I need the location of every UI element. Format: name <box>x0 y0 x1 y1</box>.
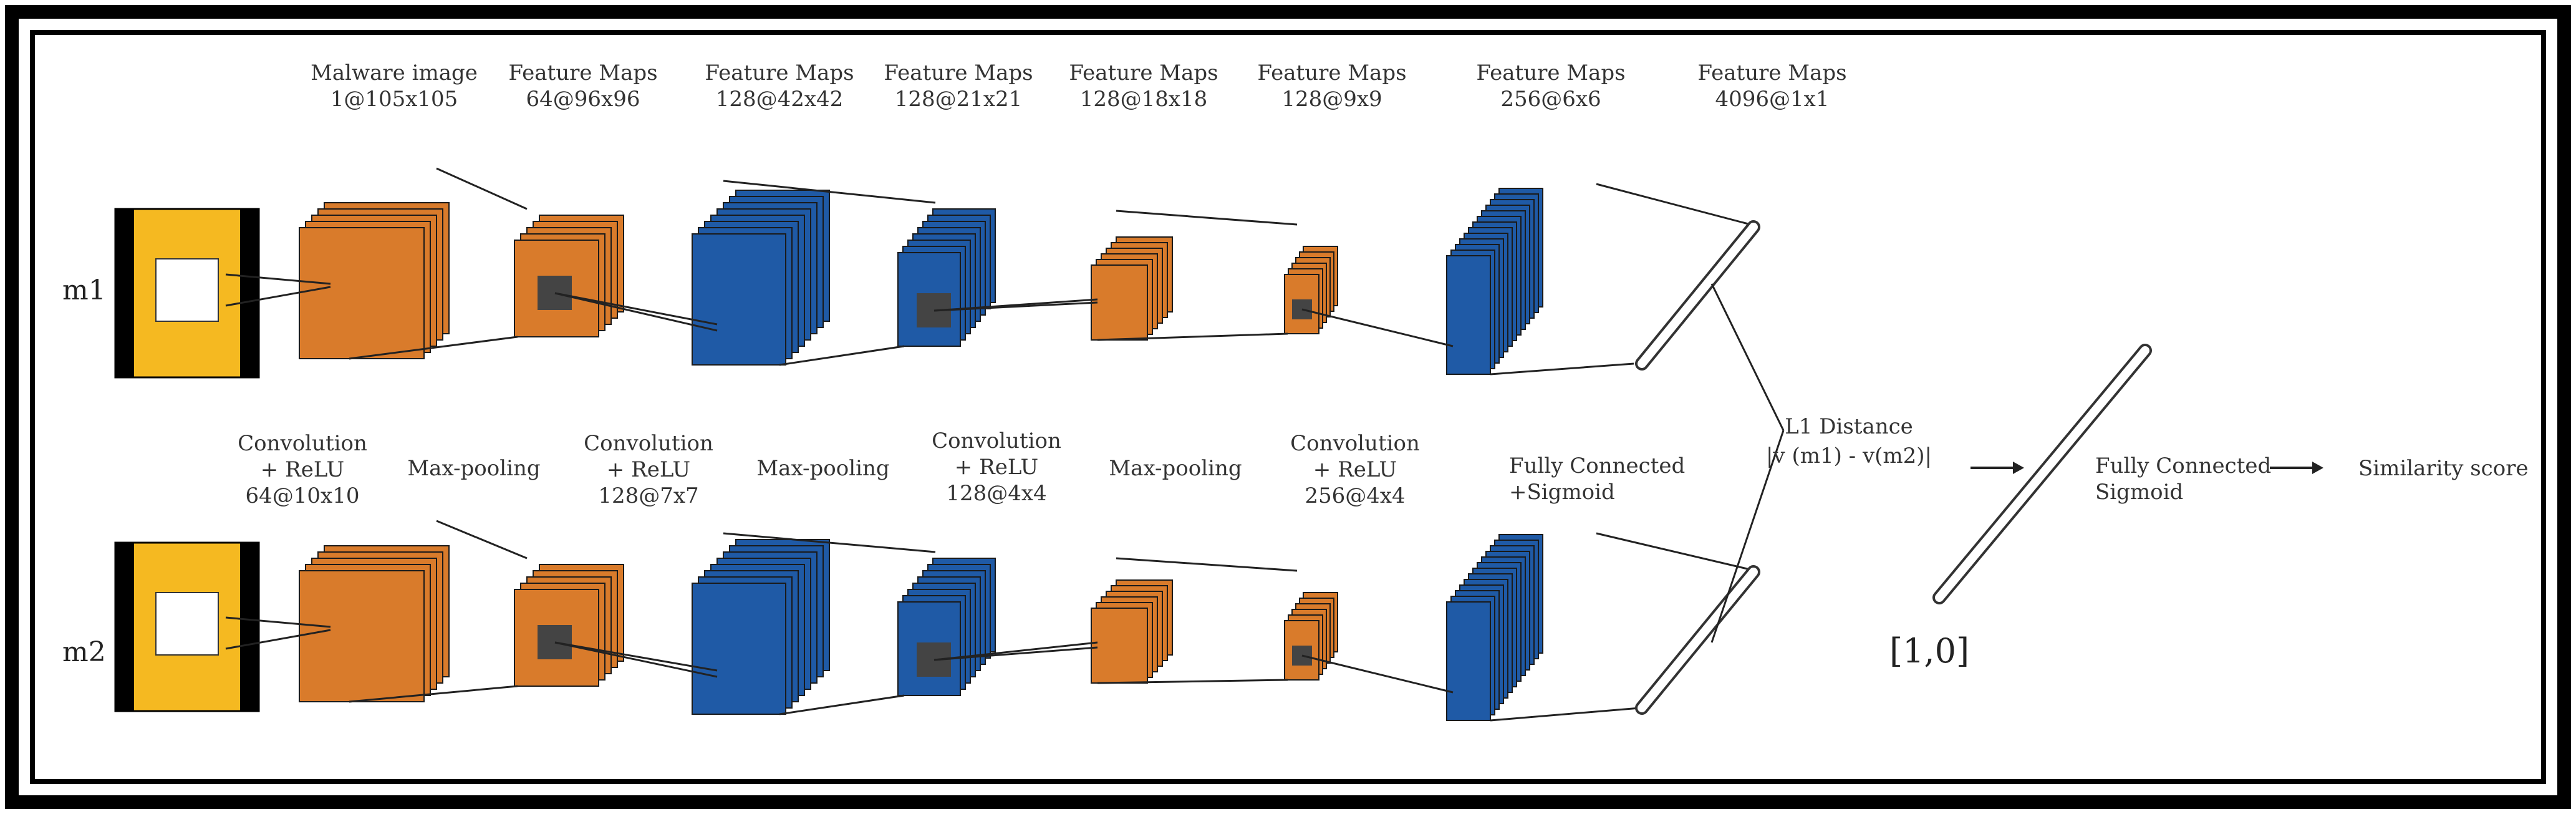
fc-output-label-2: Sigmoid <box>2095 480 2183 505</box>
feature-stack-m1-0-layer-0 <box>299 227 425 359</box>
feature-stack-m2-5-layer-0 <box>1284 620 1319 681</box>
fc-output-label-1: Fully Connected <box>2095 453 2271 478</box>
layer-label-0-line-0: Convolution <box>238 431 367 456</box>
layer-label-6-line-2: 256@4x4 <box>1305 483 1405 508</box>
connectors-m1 <box>225 167 1756 376</box>
feature-stack-m1-6-layer-0 <box>1446 255 1491 375</box>
input-label-m1: m1 <box>62 274 106 306</box>
header-title-6: Feature Maps <box>1476 61 1625 85</box>
header-labels: Malware image 1@105x105 Feature Maps 64@… <box>311 61 1846 112</box>
feature-stack-m2-0-layer-0 <box>299 570 425 702</box>
arrow-to-fc <box>1971 462 2024 474</box>
layer-label-5-line-0: Max-pooling <box>1109 456 1242 481</box>
feature-stack-m2-5 <box>1284 592 1338 681</box>
branch-m1 <box>114 167 1760 379</box>
feature-stack-m1-2 <box>692 190 830 366</box>
layer-label-3-line-0: Max-pooling <box>756 456 889 481</box>
feature-stack-m2-6-layer-0 <box>1446 601 1491 721</box>
header-value-5: 128@9x9 <box>1281 87 1382 112</box>
feature-stack-m2-2 <box>692 539 830 715</box>
header-title-0: Malware image <box>311 61 478 85</box>
fc-bar-m2 <box>1635 565 1760 715</box>
layer-label-4-line-1: + ReLU <box>955 455 1038 480</box>
feature-stack-m1-2-layer-0 <box>692 233 786 366</box>
input-image-m1 <box>114 208 260 379</box>
feature-stack-m2-4-layer-0 <box>1091 608 1148 684</box>
similarity-score-label: Similarity score <box>2358 456 2529 481</box>
layer-label-0-line-2: 64@10x10 <box>246 483 360 508</box>
merge-lines <box>1710 283 1785 643</box>
layer-label-2-line-1: + ReLU <box>607 457 690 482</box>
header-title-2: Feature Maps <box>705 61 854 85</box>
layer-label-6-line-0: Convolution <box>1290 431 1420 456</box>
feature-stack-m1-6 <box>1446 188 1543 375</box>
header-value-6: 256@6x6 <box>1500 87 1601 112</box>
output-range-label: [1,0] <box>1889 631 1969 671</box>
feature-stack-m1-4-layer-0 <box>1091 264 1148 341</box>
header-title-5: Feature Maps <box>1257 61 1406 85</box>
layer-label-0-line-1: + ReLU <box>261 457 344 482</box>
header-title-1: Feature Maps <box>508 61 657 85</box>
feature-stack-m2-3 <box>897 558 996 696</box>
feature-stack-m1-0 <box>299 202 450 359</box>
connectors-m2 <box>225 520 1756 722</box>
layer-label-2-line-2: 128@7x7 <box>598 483 698 508</box>
l1-distance-title: L1 Distance <box>1785 414 1913 439</box>
kernel-m2-1 <box>538 625 572 659</box>
header-value-4: 128@18x18 <box>1080 87 1208 112</box>
input-label-m2: m2 <box>62 636 106 668</box>
header-value-7: 4096@1x1 <box>1715 87 1830 112</box>
layer-label-7-line-1: +Sigmoid <box>1509 480 1615 505</box>
l1-distance-formula: |v (m1) - v(m2)| <box>1766 443 1932 468</box>
feature-stack-m2-2-layer-0 <box>692 583 786 715</box>
fc-output-bar <box>1932 344 2152 604</box>
header-value-0: 1@105x105 <box>330 87 458 112</box>
kernel-m1-1 <box>538 276 572 310</box>
layer-labels: Convolution + ReLU 64@10x10 Max-pooling … <box>238 429 1685 508</box>
feature-stack-m2-6 <box>1446 534 1543 721</box>
layer-label-2-line-0: Convolution <box>584 431 713 456</box>
feature-stack-m2-4 <box>1091 579 1173 684</box>
header-value-1: 64@96x96 <box>526 87 640 112</box>
feature-stack-m1-4 <box>1091 236 1173 341</box>
layer-label-4-line-0: Convolution <box>932 429 1061 453</box>
header-title-7: Feature Maps <box>1697 61 1846 85</box>
branch-m2 <box>114 520 1760 722</box>
feature-stack-m2-0 <box>299 545 450 702</box>
header-title-3: Feature Maps <box>884 61 1033 85</box>
feature-stack-m1-5 <box>1284 246 1338 334</box>
layer-label-4-line-2: 128@4x4 <box>946 481 1046 506</box>
layer-label-6-line-1: + ReLU <box>1313 457 1397 482</box>
input-image-m2 <box>114 541 260 712</box>
header-value-2: 128@42x42 <box>716 87 844 112</box>
header-value-3: 128@21x21 <box>895 87 1023 112</box>
fc-bar-m1 <box>1635 220 1760 371</box>
layer-label-7-line-0: Fully Connected <box>1509 453 1685 478</box>
arrow-to-score <box>2270 462 2323 474</box>
header-title-4: Feature Maps <box>1069 61 1218 85</box>
layer-label-1-line-0: Max-pooling <box>407 456 540 481</box>
